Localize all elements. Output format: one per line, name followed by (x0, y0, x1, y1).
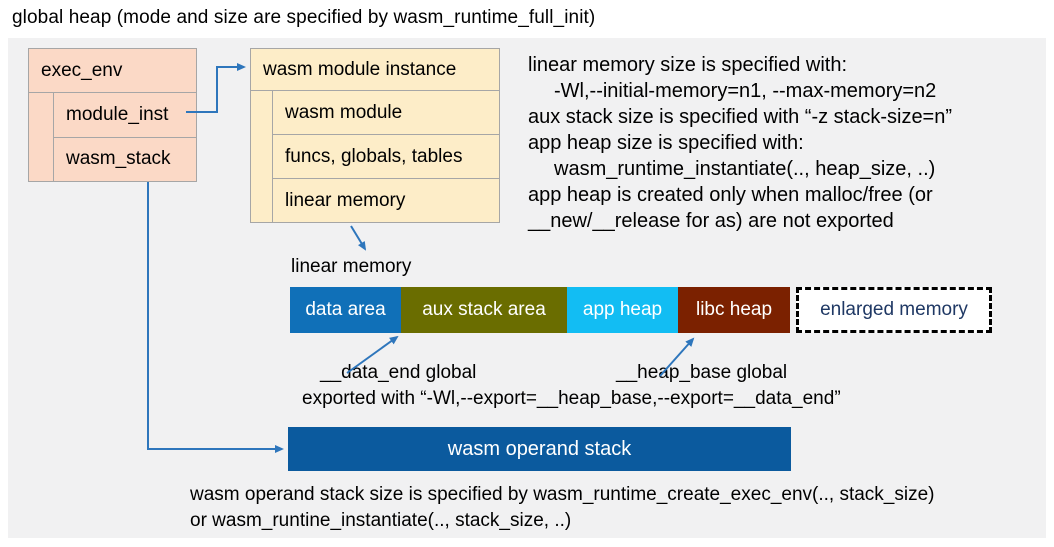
module-instance-row-linear-memory: linear memory (285, 189, 406, 211)
segment-aux-stack-area: aux stack area (401, 287, 567, 333)
wasm-operand-stack-bar: wasm operand stack (288, 427, 791, 471)
module-instance-row-wasm-module: wasm module (273, 91, 499, 135)
note-line: app heap size is specified with: (528, 132, 804, 154)
note-line: wasm operand stack size is specified by … (190, 484, 935, 505)
segment-libc-heap: libc heap (678, 287, 790, 333)
segment-app-heap: app heap (567, 287, 678, 333)
exec-env-indent (29, 93, 54, 181)
segment-data-area: data area (290, 287, 401, 333)
note-line: __new/__release for as) are not exported (528, 210, 894, 232)
linear-memory-label: linear memory (291, 256, 412, 277)
linear-memory-bar: data area aux stack area app heap libc h… (290, 287, 790, 333)
exec-env-row-wasm-stack: wasm_stack (66, 148, 171, 170)
heap-base-global-label: __heap_base global (616, 362, 788, 383)
note-line: -Wl,--initial-memory=n1, --max-memory=n2 (554, 80, 937, 102)
exec-env-row-module-inst: module_inst (54, 93, 196, 138)
note-line: aux stack size is specified with “-z sta… (528, 106, 953, 128)
note-line: app heap is created only when malloc/fre… (528, 184, 933, 206)
segment-enlarged-memory: enlarged memory (796, 287, 992, 333)
module-instance-box: wasm module instance wasm module funcs, … (250, 48, 500, 223)
note-line: linear memory size is specified with: (528, 54, 847, 76)
module-instance-indent (251, 91, 273, 222)
exported-flags-label: exported with “-Wl,--export=__heap_base,… (302, 388, 841, 409)
note-line: wasm_runtime_instantiate(.., heap_size, … (554, 158, 936, 180)
note-line: or wasm_runtine_instantiate(.., stack_si… (190, 510, 572, 531)
exec-env-box: exec_env module_inst wasm_stack (28, 48, 197, 182)
module-instance-row-funcs-globals-tables: funcs, globals, tables (273, 135, 499, 179)
notes-linear-memory-sizes: linear memory size is specified with: -W… (528, 52, 1040, 234)
notes-operand-stack-size: wasm operand stack size is specified by … (190, 482, 1040, 534)
module-instance-header: wasm module instance (251, 49, 499, 91)
data-end-global-label: __data_end global (320, 362, 477, 383)
page-title: global heap (mode and size are specified… (12, 7, 596, 28)
exec-env-header: exec_env (29, 49, 196, 93)
